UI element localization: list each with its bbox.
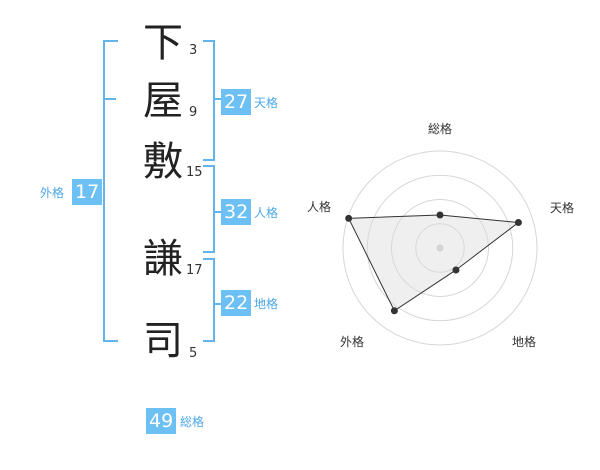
radar-point-2 (514, 219, 522, 227)
chikaku-value-badge: 22 (221, 290, 252, 316)
name-char-2: 屋 (143, 78, 183, 124)
jinkaku-label: 人格 (254, 206, 279, 220)
jinkaku-bracket-tick (213, 211, 221, 213)
tenkaku-bracket-tick (213, 98, 221, 100)
gaikaku-label: 外格 (40, 186, 65, 200)
radar-point-4 (390, 307, 398, 315)
tenkaku-label: 天格 (254, 96, 279, 110)
radar-center-dot (436, 244, 444, 252)
chikaku-bracket-tick (213, 303, 221, 305)
tenkaku-value-badge: 27 (221, 89, 252, 115)
jinkaku-value-badge: 32 (221, 199, 252, 225)
radar-axis-label-5: 人格 (307, 199, 331, 214)
stroke-count-2: 9 (189, 105, 198, 120)
chikaku-bracket (203, 258, 215, 342)
stroke-count-5: 5 (189, 346, 198, 361)
radar-point-3 (452, 266, 460, 274)
radar-ring (415, 223, 465, 273)
stroke-count-1: 3 (189, 43, 198, 58)
radar-ring (391, 199, 489, 297)
radar-axis-label-2: 天格 (550, 200, 574, 215)
radar-axis-label-3: 地格 (512, 334, 536, 349)
radar-point-1 (436, 211, 444, 219)
name-char-5: 司 (143, 318, 183, 364)
radar-ring (342, 150, 538, 346)
gaikaku-bracket-tick (103, 98, 116, 100)
gaikaku-value-badge: 17 (72, 179, 103, 205)
radar-ring (366, 174, 514, 322)
radar-series-polygon (347, 214, 520, 312)
chikaku-label: 地格 (254, 297, 279, 311)
radar-axis-label-4: 外格 (340, 334, 364, 349)
stroke-count-3: 15 (186, 165, 203, 180)
tenkaku-bracket (203, 40, 215, 161)
soukaku-value-badge: 49 (146, 408, 177, 434)
name-char-3: 敷 (143, 139, 183, 185)
soukaku-label: 総格 (180, 415, 205, 429)
name-char-4: 謙 (143, 236, 183, 282)
gaikaku-bracket (103, 40, 118, 342)
radar-axis-label-1: 総格 (428, 121, 452, 136)
jinkaku-bracket (203, 165, 215, 253)
stroke-count-4: 17 (186, 263, 203, 278)
name-char-1: 下 (143, 20, 183, 66)
radar-point-5 (345, 214, 353, 222)
